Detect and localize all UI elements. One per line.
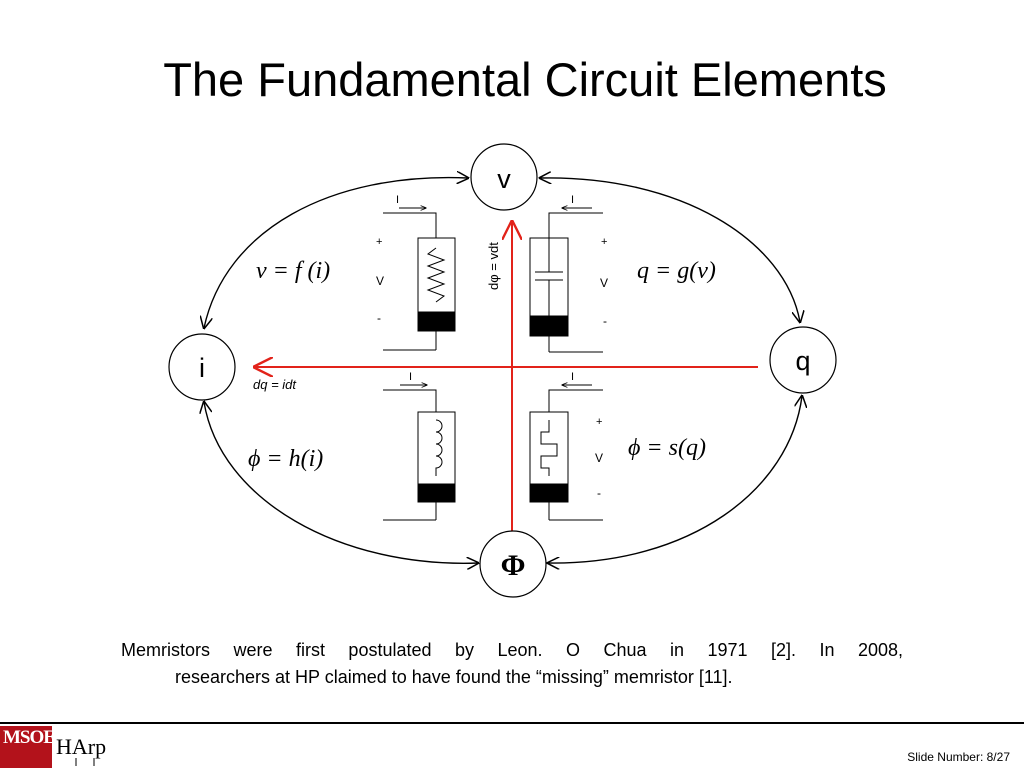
slide-number: Slide Number: 8/27 (907, 750, 1010, 764)
memristor-symbol (529, 385, 603, 521)
resistor-current-label: I (396, 194, 399, 206)
horizontal-axis-label: dq = idt (253, 377, 297, 392)
node-i-label: i (199, 353, 205, 383)
capacitor-equation: q = g(v) (637, 258, 716, 284)
capacitor-plus-label: + (601, 236, 607, 248)
capacitor-symbol (529, 208, 603, 353)
vertical-axis-label: dφ = vdt (486, 242, 501, 290)
msoe-logo-text: MSOE (3, 727, 56, 748)
harp-logo: HArp (56, 734, 106, 766)
resistor-voltage-label: V (376, 274, 384, 288)
resistor-plus-label: + (376, 236, 382, 248)
arc-i-to-phi (204, 402, 478, 563)
node-q: q (769, 326, 837, 394)
inductor-current-label: I (409, 371, 412, 383)
inductor-symbol (383, 385, 456, 521)
memristor-current-label: I (571, 371, 574, 383)
caption-line-1: Memristors were first postulated by Leon… (121, 640, 903, 660)
capacitor-voltage-label: V (600, 276, 608, 290)
harp-logo-text: HArp (56, 734, 106, 759)
node-v: v (470, 143, 538, 211)
arc-v-to-i (204, 178, 468, 328)
resistor-symbol (383, 208, 456, 351)
node-phi-label: Φ (501, 549, 526, 582)
arc-v-to-q (540, 178, 800, 322)
node-q-label: q (795, 346, 810, 376)
arc-q-to-phi (548, 396, 802, 563)
node-phi: Φ (479, 530, 547, 598)
footer-divider (0, 722, 1024, 724)
node-v-label: v (497, 164, 511, 194)
memristor-minus-label: - (597, 486, 601, 500)
resistor-minus-label: - (377, 311, 381, 325)
memristor-equation: ϕ = s(q) (628, 435, 706, 461)
memristor-plus-label: + (596, 416, 602, 428)
resistor-equation: v = f (i) (256, 258, 330, 284)
memristor-voltage-label: V (595, 451, 603, 465)
msoe-logo: MSOE (0, 726, 56, 768)
capacitor-minus-label: - (603, 314, 607, 328)
page-title: The Fundamental Circuit Elements (163, 53, 887, 106)
inductor-equation: ϕ = h(i) (248, 446, 323, 472)
caption: Memristors were first postulated by Leon… (121, 637, 903, 691)
capacitor-current-label: I (571, 194, 574, 206)
node-i: i (168, 333, 236, 401)
caption-line-2: researchers at HP claimed to have found … (175, 667, 733, 687)
